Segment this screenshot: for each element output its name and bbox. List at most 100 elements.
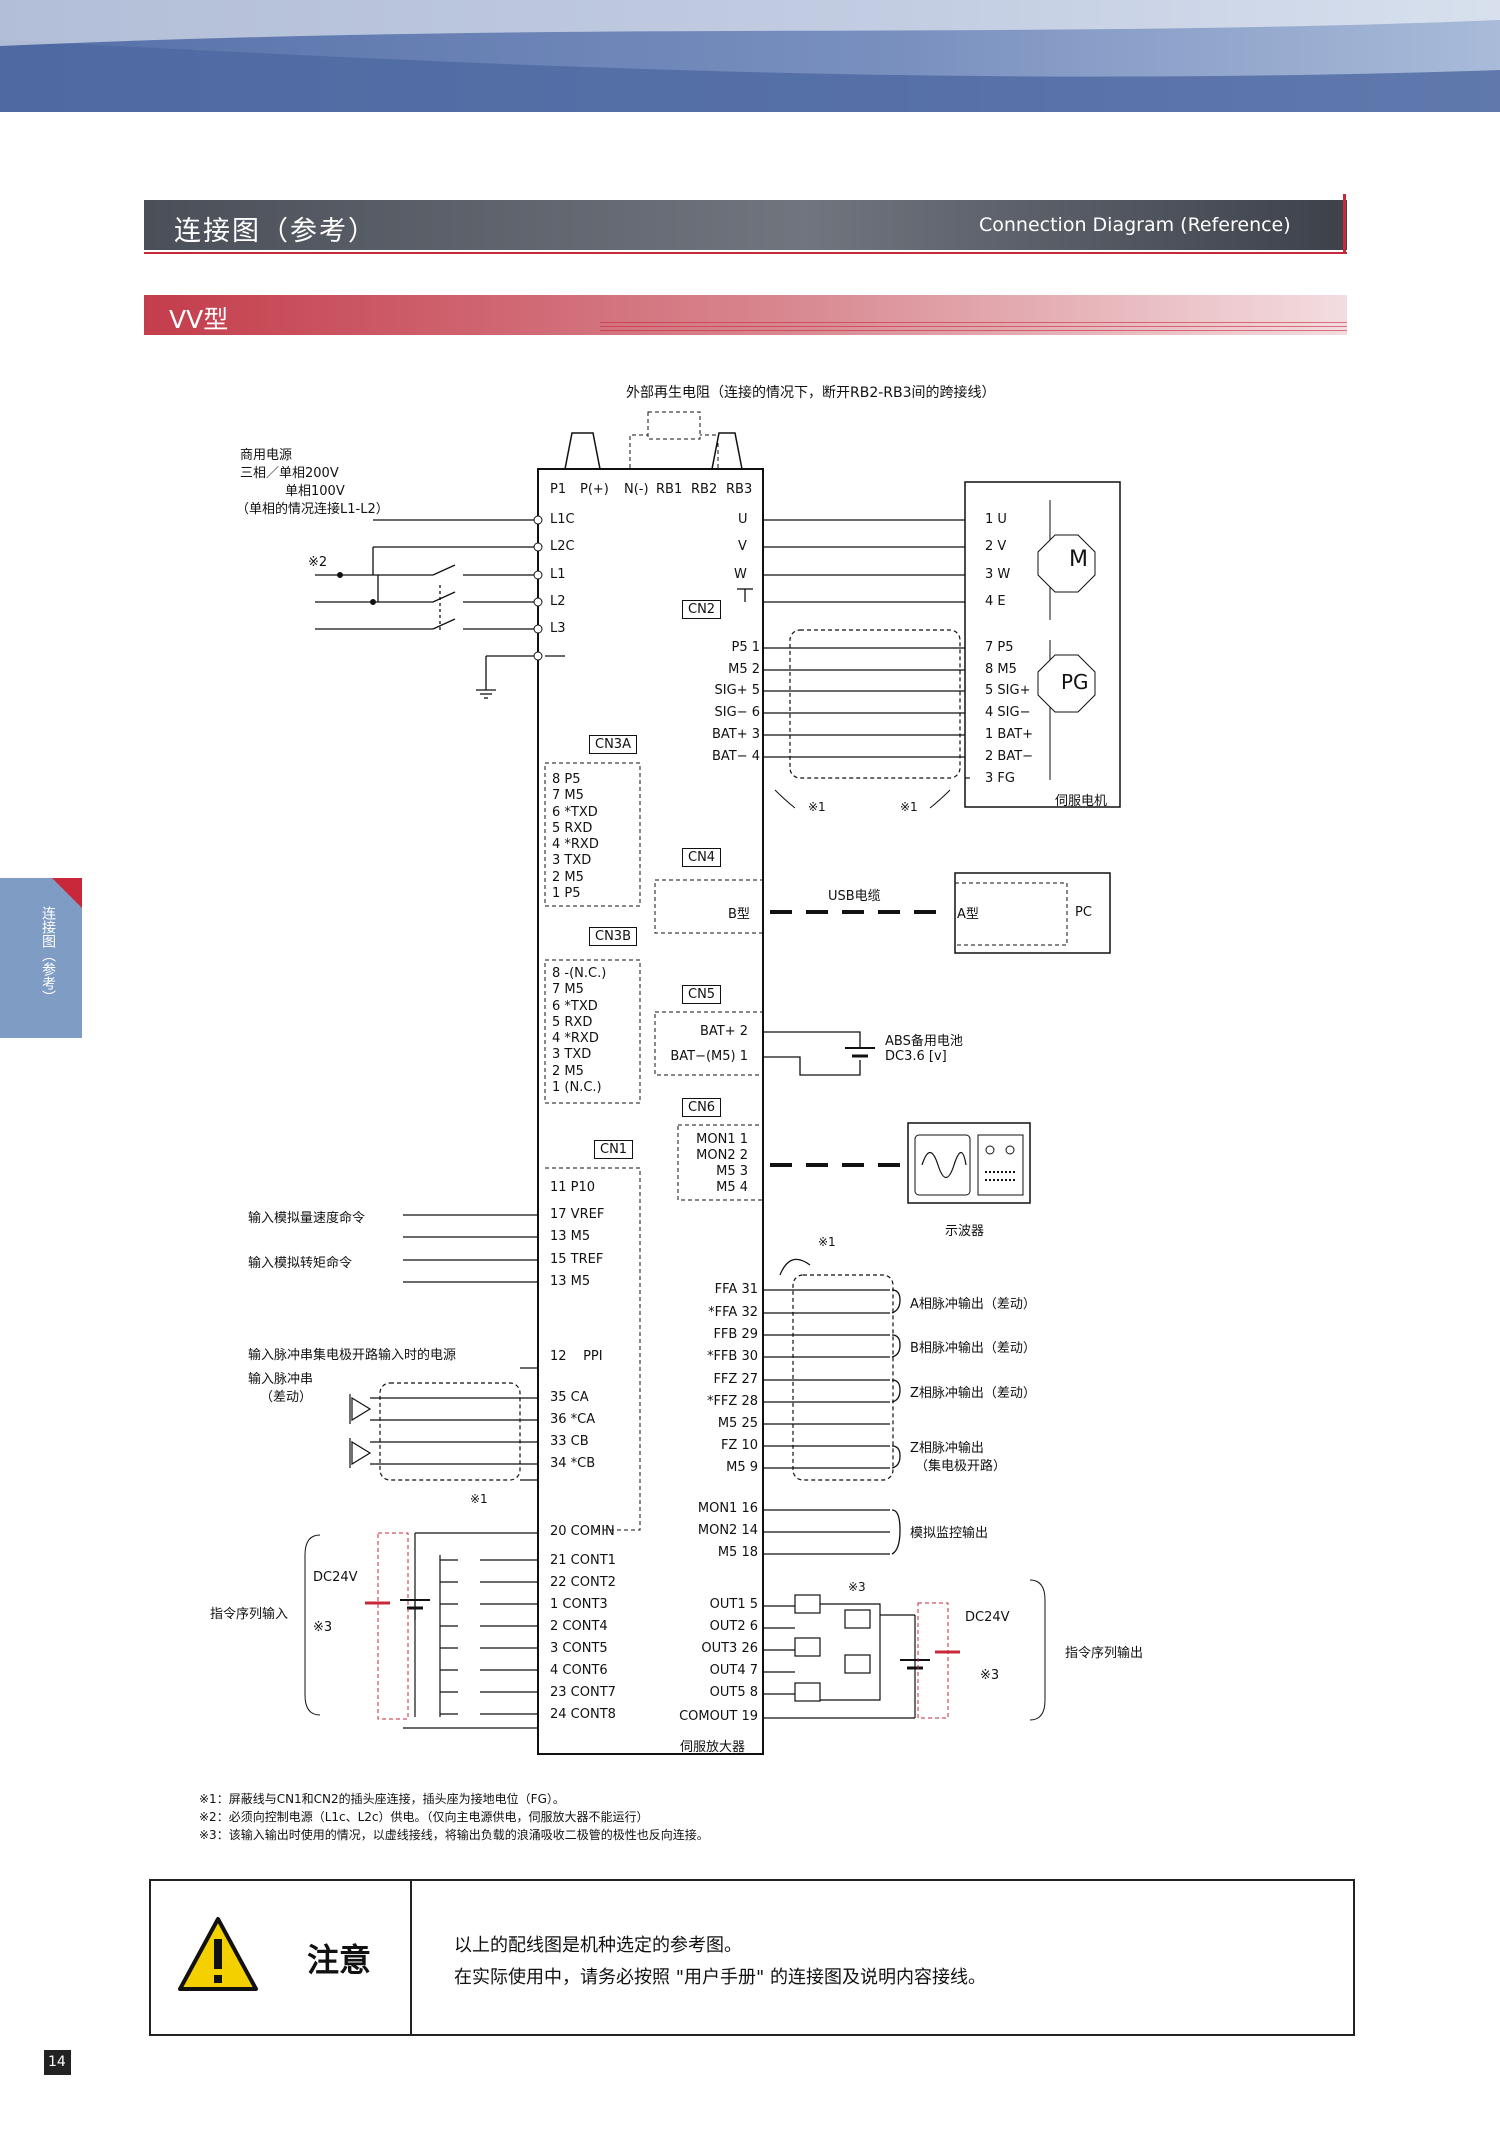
cn1-pin: FZ 10 (720, 1438, 758, 1453)
cn1-pin: 36 *CA (550, 1412, 596, 1427)
cn3b-pin: 4 *RXD (552, 1031, 599, 1047)
cn1-pin: *FFB 30 (706, 1349, 758, 1364)
cn2-note-b: ※1 (900, 800, 918, 814)
servo-motor-box (964, 481, 1121, 808)
cn1-pin: 3 CONT5 (550, 1641, 608, 1656)
cn4-a-type: A型 (957, 907, 979, 922)
cn5-pin: BAT−(M5) 1 (670, 1049, 748, 1064)
connection-diagram (304, 411, 1121, 1755)
mon-label: 模拟监控输出 (910, 1526, 989, 1541)
out-z-oc-sub: （集电极开路） (915, 1459, 1007, 1474)
battery-label: ABS备用电池 (885, 1034, 963, 1049)
out-a-label: A相脉冲输出（差动） (910, 1297, 1036, 1312)
cn3b-pin: 5 RXD (552, 1014, 593, 1030)
cont-pins: 21 CONT1 22 CONT2 1 CONT3 2 CONT4 3 CONT… (550, 1553, 616, 1722)
terminal-l2c: L2C (550, 539, 575, 554)
side-tab-corner (52, 878, 82, 908)
cn1-pin: 4 CONT6 (550, 1663, 608, 1678)
subtitle-text: VV型 (169, 305, 229, 334)
title-accent-line (144, 252, 1347, 254)
cn1-pin: 13 M5 (550, 1229, 591, 1244)
servo-amplifier-box (537, 468, 764, 1755)
cn3a-pin: 5 RXD (552, 820, 593, 836)
cn3a-pin: 6 *TXD (552, 804, 598, 820)
out-z-oc-label: Z相脉冲输出 (910, 1441, 984, 1456)
ppi-pin: 12 PPI (550, 1349, 603, 1364)
terminal-l1: L1 (550, 567, 566, 582)
cn3a-pin: 4 *RXD (552, 837, 599, 853)
encoder-pin: 8 M5 (985, 662, 1017, 677)
power-note: ※2 (308, 555, 328, 570)
motor-pin-v: 2 V (985, 539, 1007, 554)
terminal-l2: L2 (550, 594, 566, 609)
cn3b-pin: 8 -(N.C.) (552, 966, 607, 981)
out-note: ※3 (848, 1580, 866, 1594)
cn3a-pin: 8 P5 (552, 772, 581, 787)
subtitle-stripes (600, 322, 1347, 334)
cn1-pin: M5 25 (717, 1416, 758, 1431)
caution-divider (410, 1881, 412, 2036)
terminal-v: V (738, 539, 747, 554)
cn1-pin: 34 *CB (550, 1456, 596, 1471)
out-note2: ※3 (980, 1668, 1000, 1683)
motor-pin-e: 4 E (985, 594, 1006, 609)
dc24v-in-label: DC24V (313, 1570, 358, 1585)
oscilloscope-icon (907, 1122, 1031, 1204)
cn6-pin: M5 3 (716, 1164, 748, 1179)
seq-out-label: 指令序列输出 (1065, 1646, 1144, 1661)
cn2-pin: SIG− 6 (714, 705, 760, 720)
pulse-in-sub: （差动） (260, 1390, 313, 1405)
cn1-pin: 24 CONT8 (550, 1707, 616, 1722)
cn1-pin: 13 M5 (550, 1274, 591, 1289)
cn4-label: CN4 (682, 848, 722, 867)
footnote: ※1：屏蔽线与CN1和CN2的插头座连接，插头座为接地电位（FG）。 (199, 1792, 565, 1806)
section-title-cn: 连接图（参考） (174, 216, 377, 247)
pulse-in-label: 输入脉冲串 (248, 1372, 314, 1387)
scope-label: 示波器 (945, 1224, 985, 1239)
cn3a-pin: 7 M5 (552, 788, 584, 804)
cn1-pin: 35 CA (550, 1390, 589, 1405)
cn1-pin: 2 CONT4 (550, 1619, 608, 1634)
cn3a-pin: 2 M5 (552, 869, 584, 885)
cn1-pin: FFB 29 (713, 1327, 758, 1342)
cn1-pin: OUT2 6 (709, 1619, 758, 1634)
header-banner (0, 0, 1500, 112)
encoder-pin: 7 P5 (985, 640, 1014, 655)
analog-speed-label: 输入模拟量速度命令 (248, 1211, 366, 1226)
caution-line2: 在实际使用中，请务必按照 "用户手册" 的连接图及说明内容接线。 (454, 1967, 986, 1988)
cn2-pin: SIG+ 5 (714, 683, 760, 698)
caution-box: 注意 以上的配线图是机种选定的参考图。 在实际使用中，请务必按照 "用户手册" … (149, 1879, 1355, 2036)
cn1-pin: 33 CB (550, 1434, 589, 1449)
cn1-pin: OUT3 26 (701, 1641, 758, 1656)
out-pins: OUT1 5 OUT2 6 OUT3 26 OUT4 7 OUT5 8 COMO… (655, 1597, 758, 1724)
motor-pin-u: 1 U (985, 512, 1007, 527)
side-tab: 连接图（参考） (0, 878, 82, 1038)
regen-resistor-box (647, 411, 701, 440)
cn2-pin: BAT+ 3 (711, 727, 760, 742)
terminal-rb1: RB1 (656, 482, 683, 497)
footnote: ※2：必须向控制电源（L1c、L2c）供电。（仅向主电源供电，伺服放大器不能运行… (199, 1810, 649, 1824)
shield-note: ※1 (470, 1492, 488, 1506)
seq-in-label: 指令序列输入 (210, 1607, 289, 1622)
terminal-p-plus: P(+) (580, 482, 609, 497)
servo-motor-label: 伺服电机 (1055, 794, 1108, 809)
terminal-rb3: RB3 (726, 482, 753, 497)
page-number: 14 (48, 2054, 66, 2070)
cn1-pin: *FFA 32 (708, 1305, 758, 1320)
cn2-label: CN2 (682, 600, 722, 619)
terminal-p1: P1 (550, 482, 567, 497)
section-title-bar: 连接图（参考） Connection Diagram (Reference) (144, 200, 1347, 250)
cn6-pin: M5 4 (716, 1180, 748, 1195)
page-number-box: 14 (44, 2050, 71, 2075)
cn1-pin: OUT4 7 (709, 1663, 758, 1678)
terminal-l3: L3 (550, 621, 566, 636)
caution-line1: 以上的配线图是机种选定的参考图。 (454, 1935, 742, 1956)
cn1-pin: M5 18 (717, 1545, 758, 1560)
pulse-power-label: 输入脉冲串集电极开路输入时的电源 (248, 1348, 457, 1363)
cn1-pin: OUT5 8 (709, 1685, 758, 1700)
motor-wiring (737, 519, 965, 603)
terminal-rb2: RB2 (691, 482, 718, 497)
cn1-pin: MON1 16 (697, 1501, 758, 1516)
out-b-label: B相脉冲输出（差动） (910, 1341, 1036, 1356)
cn3a-pins: 8 P5 7 M5 6 *TXD 5 RXD 4 *RXD 3 TXD 2 M5… (552, 772, 599, 902)
